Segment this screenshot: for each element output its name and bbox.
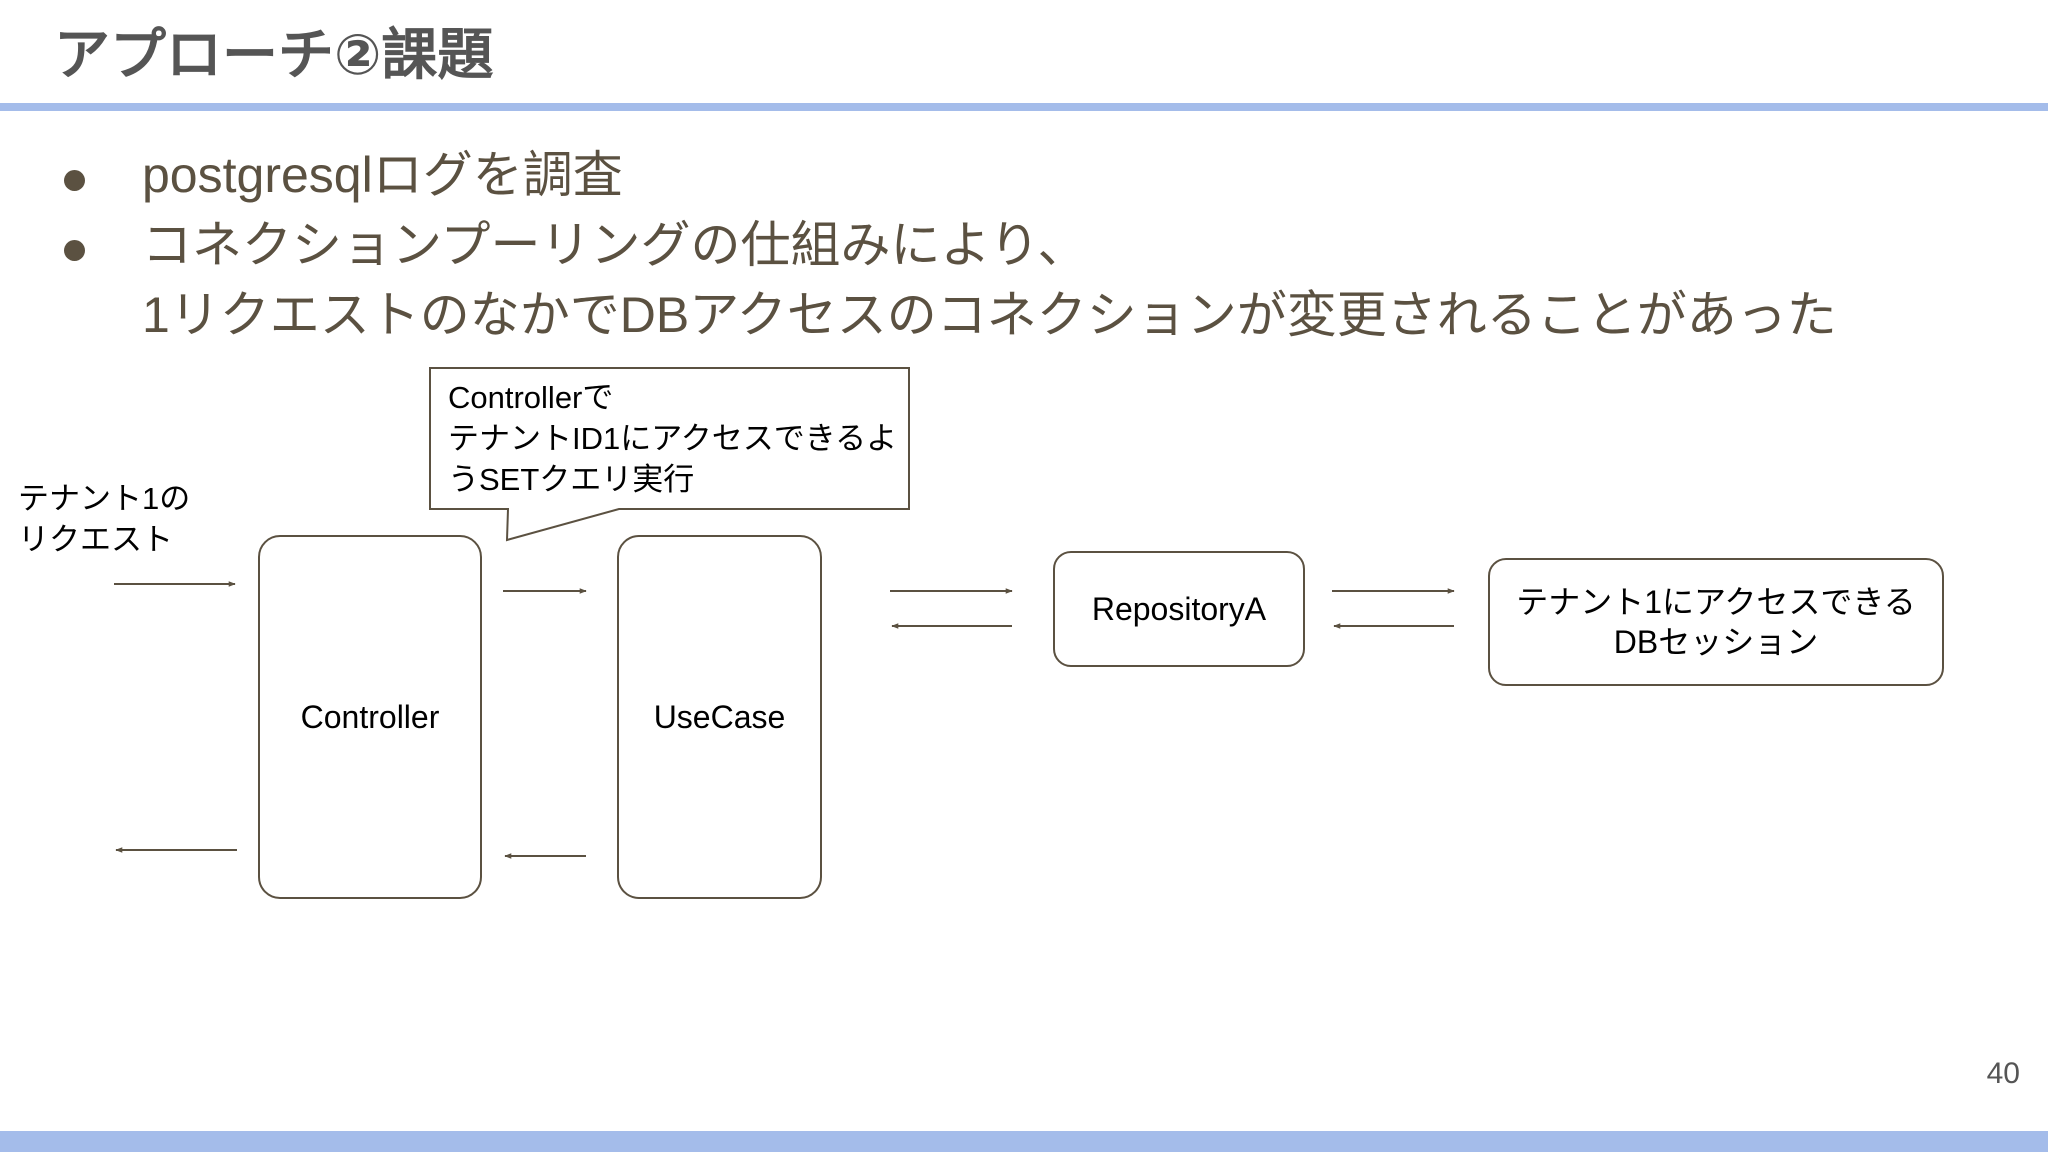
usecase-label: UseCase [653,699,786,735]
slide-title: アプローチ②課題 [54,23,494,86]
bullet-text: postgresqlログを調査 [142,147,623,203]
db-session-node: テナント1にアクセスできる DBセッション [1488,558,1944,686]
bullet-text-continuation: 1リクエストのなかでDBアクセスのコネクションが変更されることがあった [142,287,1837,343]
bullet-item: postgresqlログを調査 [60,140,1837,210]
title-underline-bar [0,103,2048,111]
footer-bar [0,1131,2048,1152]
page-number: 40 [1986,1057,2020,1090]
bullet-list: postgresqlログを調査 コネクションプーリングの仕組みにより、 1リクエ… [60,140,1837,350]
controller-label: Controller [300,699,440,735]
usecase-node: UseCase [617,535,822,899]
controller-node: Controller [258,535,482,899]
bullet-item: コネクションプーリングの仕組みにより、 1リクエストのなかでDBアクセスのコネク… [60,210,1837,350]
bullet-text: コネクションプーリングの仕組みにより、 [142,217,1088,273]
bullet-dot-icon [64,240,85,261]
repository-label: RepositoryA [1091,591,1267,627]
repository-node: RepositoryA [1053,551,1305,667]
callout-text: Controllerで テナントID1にアクセスできるよ うSETクエリ実行 [448,380,898,497]
bullet-dot-icon [64,170,85,191]
request-label: テナント1の リクエスト [18,481,191,557]
db-session-label: テナント1にアクセスできる DBセッション [1516,584,1916,660]
